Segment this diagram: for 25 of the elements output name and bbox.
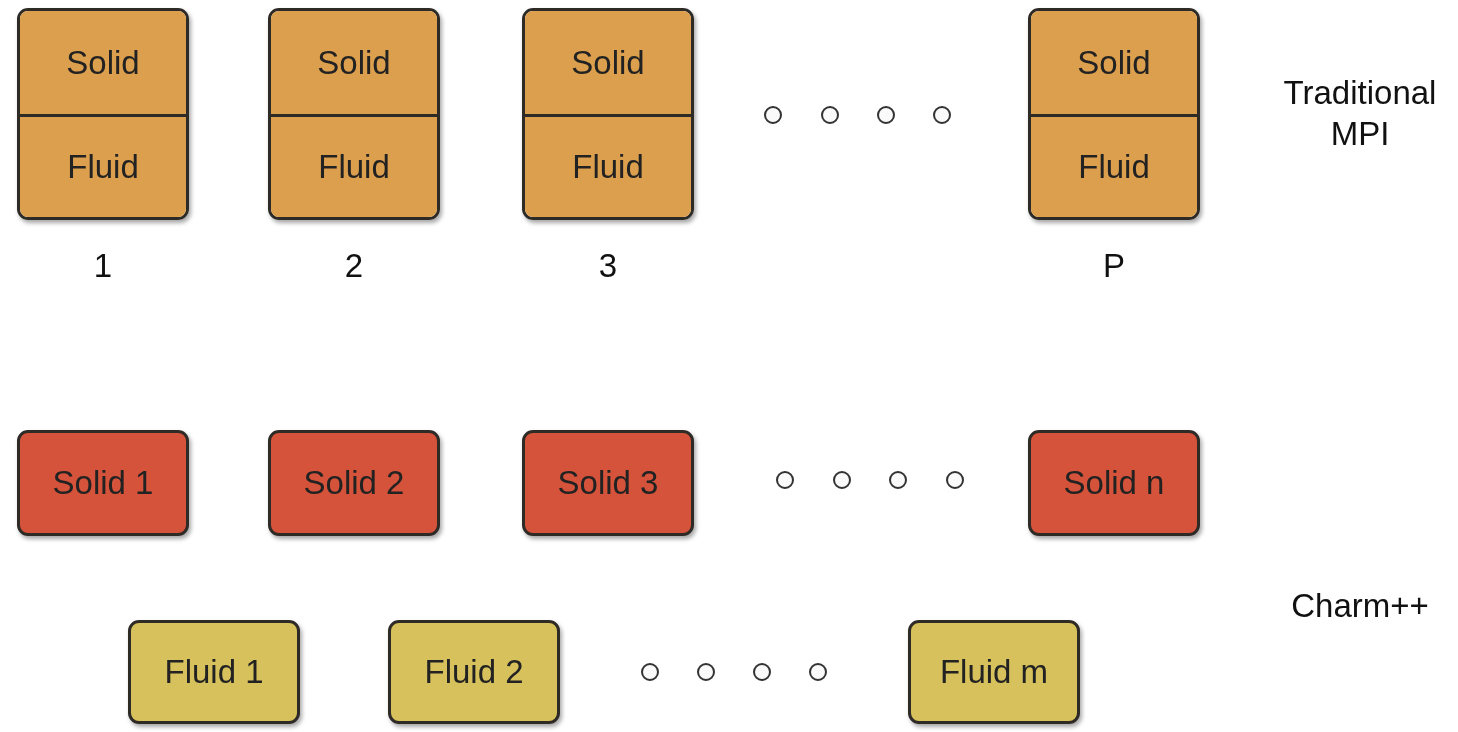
process-box: Solid (525, 11, 691, 114)
column-number: P (1102, 246, 1126, 286)
column-number: 3 (597, 246, 619, 286)
process-block (522, 8, 694, 220)
process-box: Fluid m (908, 620, 1080, 724)
process-box: Solid 3 (522, 430, 694, 536)
row-label: Traditional MPI (1282, 73, 1438, 155)
process-block (17, 8, 189, 220)
process-box: Solid 1 (17, 430, 189, 536)
process-block (1028, 8, 1200, 220)
process-box: Fluid (525, 114, 691, 217)
column-number: 1 (92, 246, 114, 286)
column-number: 2 (343, 246, 365, 286)
process-box: Fluid 1 (128, 620, 300, 724)
process-box: Solid 2 (268, 430, 440, 536)
process-block (268, 8, 440, 220)
process-box: Solid (1031, 11, 1197, 114)
process-box: Fluid 2 (388, 620, 560, 724)
process-box: Solid (271, 11, 437, 114)
row-label: Charm++ (1290, 586, 1430, 626)
process-box: Fluid (20, 114, 186, 217)
process-box: Solid n (1028, 430, 1200, 536)
process-box: Fluid (271, 114, 437, 217)
process-box: Fluid (1031, 114, 1197, 217)
process-box: Solid (20, 11, 186, 114)
